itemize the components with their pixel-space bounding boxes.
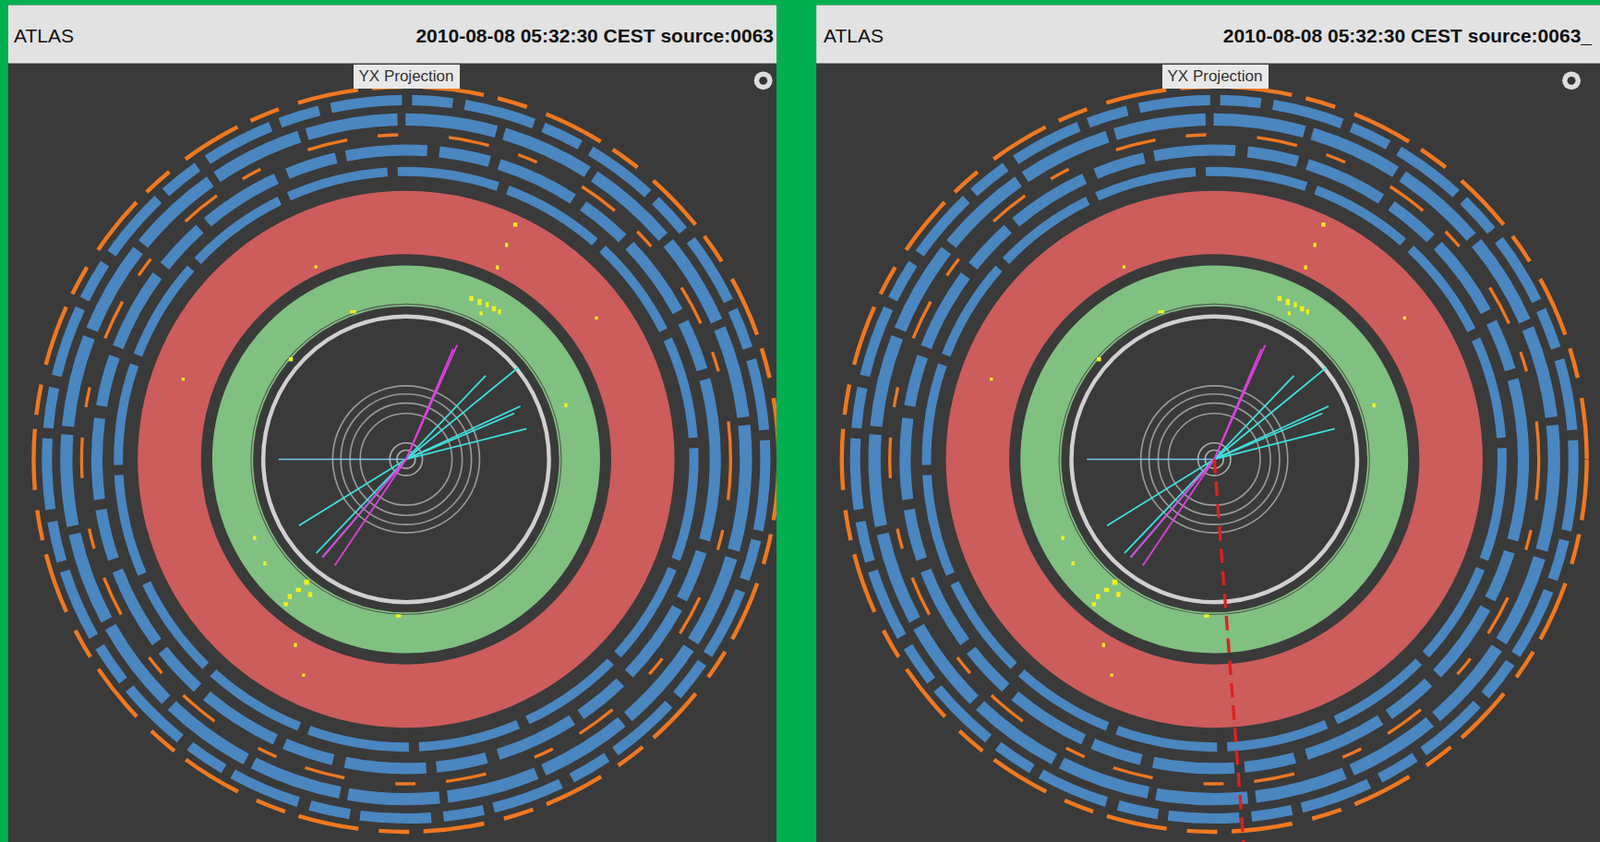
- event-timestamp: 2010-08-08 05:32:30 CEST source:0063_: [1223, 24, 1592, 48]
- experiment-name: ATLAS: [823, 24, 884, 48]
- view-tab: YX Projection: [353, 64, 460, 89]
- experiment-name: ATLAS: [13, 24, 74, 48]
- event-timestamp: 2010-08-08 05:32:30 CEST source:0063: [415, 24, 774, 48]
- view-tab: YX Projection: [1162, 64, 1269, 89]
